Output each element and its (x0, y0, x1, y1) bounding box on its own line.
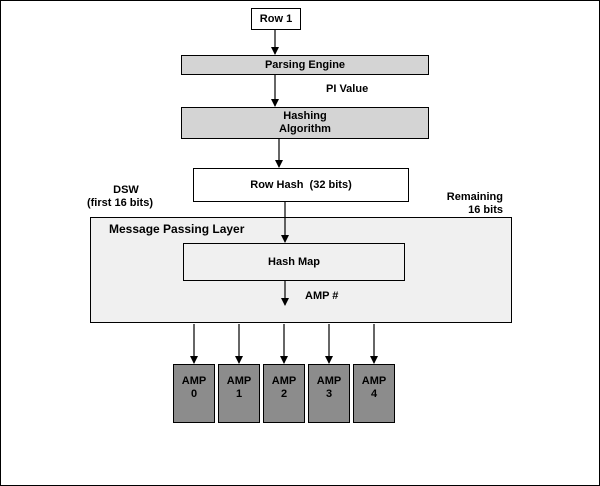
amp-box-0: AMP 0 (173, 364, 215, 423)
amp-box-1: AMP 1 (218, 364, 260, 423)
amp-id: 2 (280, 388, 288, 400)
pi-value-label: PI Value (326, 83, 369, 95)
amp-box-3: AMP 3 (308, 364, 350, 423)
remaining-label-line2: 16 bits (468, 204, 503, 216)
hashing-label-line1: Hashing (283, 110, 327, 122)
amp-box-4: AMP 4 (353, 364, 395, 423)
dsw-label-line1: DSW (113, 184, 139, 196)
dsw-label: DSW (first 16 bits) (75, 184, 165, 210)
amp-id: 3 (325, 388, 333, 400)
message-passing-layer-title: Message Passing Layer (109, 222, 245, 236)
amp-id: 0 (190, 388, 198, 400)
hashing-algorithm-box: Hashing Algorithm (181, 107, 429, 139)
hash-map-box: Hash Map (183, 243, 405, 281)
amp-label: AMP (226, 375, 252, 387)
row-1-label: Row 1 (259, 12, 293, 25)
parsing-engine-label: Parsing Engine (264, 58, 346, 71)
row-1-box: Row 1 (251, 8, 301, 30)
hashing-label-line2: Algorithm (279, 123, 331, 135)
amp-id: 4 (370, 388, 378, 400)
row-hash-box: Row Hash (32 bits) (193, 168, 409, 202)
amp-number-label: AMP # (305, 290, 339, 302)
remaining-bits-label: Remaining 16 bits (441, 191, 503, 217)
amp-id: 1 (235, 388, 243, 400)
amp-label: AMP (316, 375, 342, 387)
row-hash-label: Row Hash (32 bits) (250, 178, 352, 191)
amp-label: AMP (361, 375, 387, 387)
amp-box-2: AMP 2 (263, 364, 305, 423)
hash-map-label: Hash Map (268, 255, 320, 268)
amp-label: AMP (271, 375, 297, 387)
amp-label: AMP (181, 375, 207, 387)
remaining-label-line1: Remaining (446, 191, 503, 203)
dsw-label-line2: (first 16 bits) (86, 197, 153, 209)
parsing-engine-box: Parsing Engine (181, 55, 429, 75)
